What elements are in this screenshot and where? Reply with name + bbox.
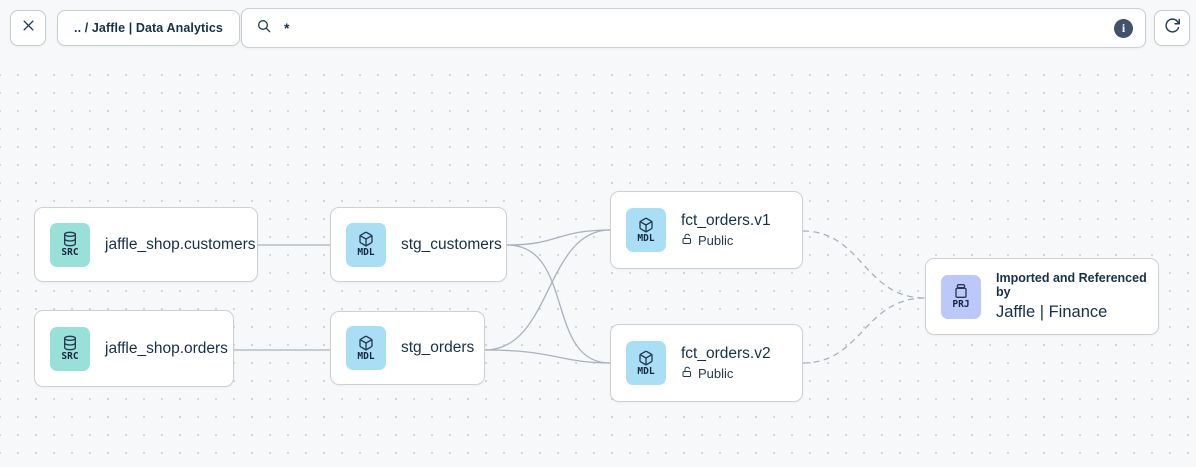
node-stg-customers[interactable]: MDL stg_customers — [330, 207, 507, 282]
refresh-button[interactable] — [1154, 10, 1190, 46]
node-jaffle-shop-orders[interactable]: SRC jaffle_shop.orders — [34, 310, 234, 387]
cube-icon — [638, 350, 654, 366]
breadcrumb[interactable]: .. / Jaffle | Data Analytics — [57, 10, 240, 46]
source-badge: SRC — [50, 326, 90, 371]
search-icon — [256, 18, 272, 39]
edge-stgcustomers-v2 — [506, 244, 611, 364]
node-kind: PRJ — [952, 299, 970, 311]
edge-stgorders-v1 — [484, 229, 611, 351]
close-button[interactable] — [10, 10, 46, 46]
model-badge: MDL — [346, 326, 386, 370]
node-label: stg_customers — [401, 235, 502, 253]
node-kind: MDL — [637, 365, 655, 377]
model-badge: MDL — [626, 341, 666, 385]
database-icon — [62, 335, 78, 351]
open-lock-icon — [681, 366, 693, 381]
edge-v2-project — [802, 297, 926, 364]
node-kind: MDL — [357, 350, 375, 362]
open-lock-icon — [681, 233, 693, 248]
cube-icon — [358, 335, 374, 351]
node-label: fct_orders.v1 — [681, 212, 771, 229]
node-label: Jaffle | Finance — [996, 303, 1108, 321]
node-stg-orders[interactable]: MDL stg_orders — [330, 311, 485, 385]
node-fct-orders-v1[interactable]: MDL fct_orders.v1 Public — [610, 191, 803, 269]
search-input[interactable] — [284, 20, 1102, 36]
node-label: fct_orders.v2 — [681, 345, 771, 362]
access-badge: Public — [681, 233, 771, 248]
project-badge: PRJ — [941, 274, 981, 319]
node-kind: MDL — [357, 247, 375, 259]
node-label: stg_orders — [401, 339, 475, 356]
cube-icon — [638, 217, 654, 233]
node-kind: SRC — [61, 351, 79, 363]
node-label: jaffle_shop.orders — [105, 339, 228, 357]
edge-stgcustomers-v1 — [506, 229, 611, 246]
node-fct-orders-v2[interactable]: MDL fct_orders.v2 Public — [610, 324, 803, 402]
database-icon — [62, 231, 78, 247]
project-relation-label: Imported and Referenced by — [996, 271, 1147, 299]
edge-stgorders-v2 — [484, 349, 611, 364]
edge-v1-project — [802, 230, 926, 299]
node-kind: SRC — [61, 247, 79, 259]
access-label: Public — [698, 233, 734, 248]
refresh-icon — [1164, 17, 1181, 39]
model-badge: MDL — [346, 222, 386, 267]
node-project-jaffle-finance[interactable]: PRJ Imported and Referenced by Jaffle | … — [925, 258, 1159, 335]
node-label: jaffle_shop.customers — [105, 235, 256, 253]
access-label: Public — [698, 366, 734, 381]
jar-icon — [953, 283, 969, 299]
node-jaffle-shop-customers[interactable]: SRC jaffle_shop.customers — [34, 207, 258, 282]
node-kind: MDL — [637, 232, 655, 244]
access-badge: Public — [681, 366, 771, 381]
source-badge: SRC — [50, 222, 90, 267]
search-bar[interactable]: i — [241, 8, 1146, 48]
cube-icon — [358, 231, 374, 247]
breadcrumb-label: .. / Jaffle | Data Analytics — [74, 21, 223, 35]
model-badge: MDL — [626, 208, 666, 252]
info-icon[interactable]: i — [1114, 18, 1133, 38]
close-icon — [21, 18, 36, 38]
